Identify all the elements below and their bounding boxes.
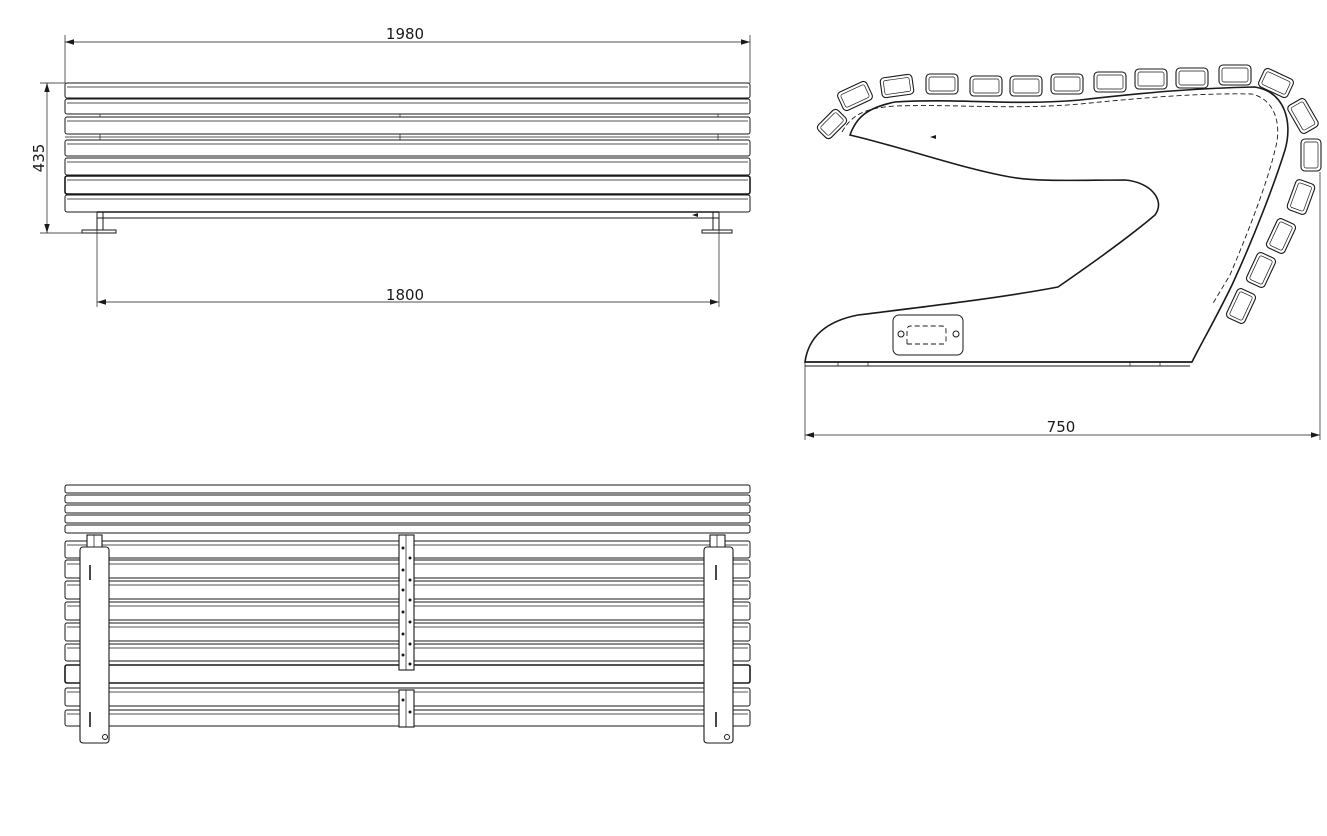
left-frame-plate	[79, 534, 110, 744]
right-frame-plate	[703, 534, 734, 744]
dimension-label-frame-spacing: 1800	[386, 286, 424, 304]
side-frame-plate	[804, 86, 1289, 363]
side-slat-sections	[816, 64, 1322, 324]
front-slats	[64, 82, 751, 213]
top-plan-view	[64, 484, 751, 744]
dimension-label-height: 435	[30, 144, 48, 173]
dimension-frame-spacing: 1800	[96, 230, 720, 307]
mounting-plate	[892, 314, 964, 356]
dimension-label-depth: 750	[1047, 418, 1076, 436]
dimension-depth: 750	[804, 172, 1321, 440]
side-profile-view: 750	[804, 64, 1322, 440]
center-rail	[398, 534, 415, 728]
front-elevation-view: 1980 435 1800	[30, 25, 751, 307]
dimension-label-overall-length: 1980	[386, 25, 424, 43]
front-frame	[81, 211, 733, 234]
dimension-height: 435	[30, 82, 82, 234]
dimension-overall-length: 1980	[64, 25, 751, 83]
